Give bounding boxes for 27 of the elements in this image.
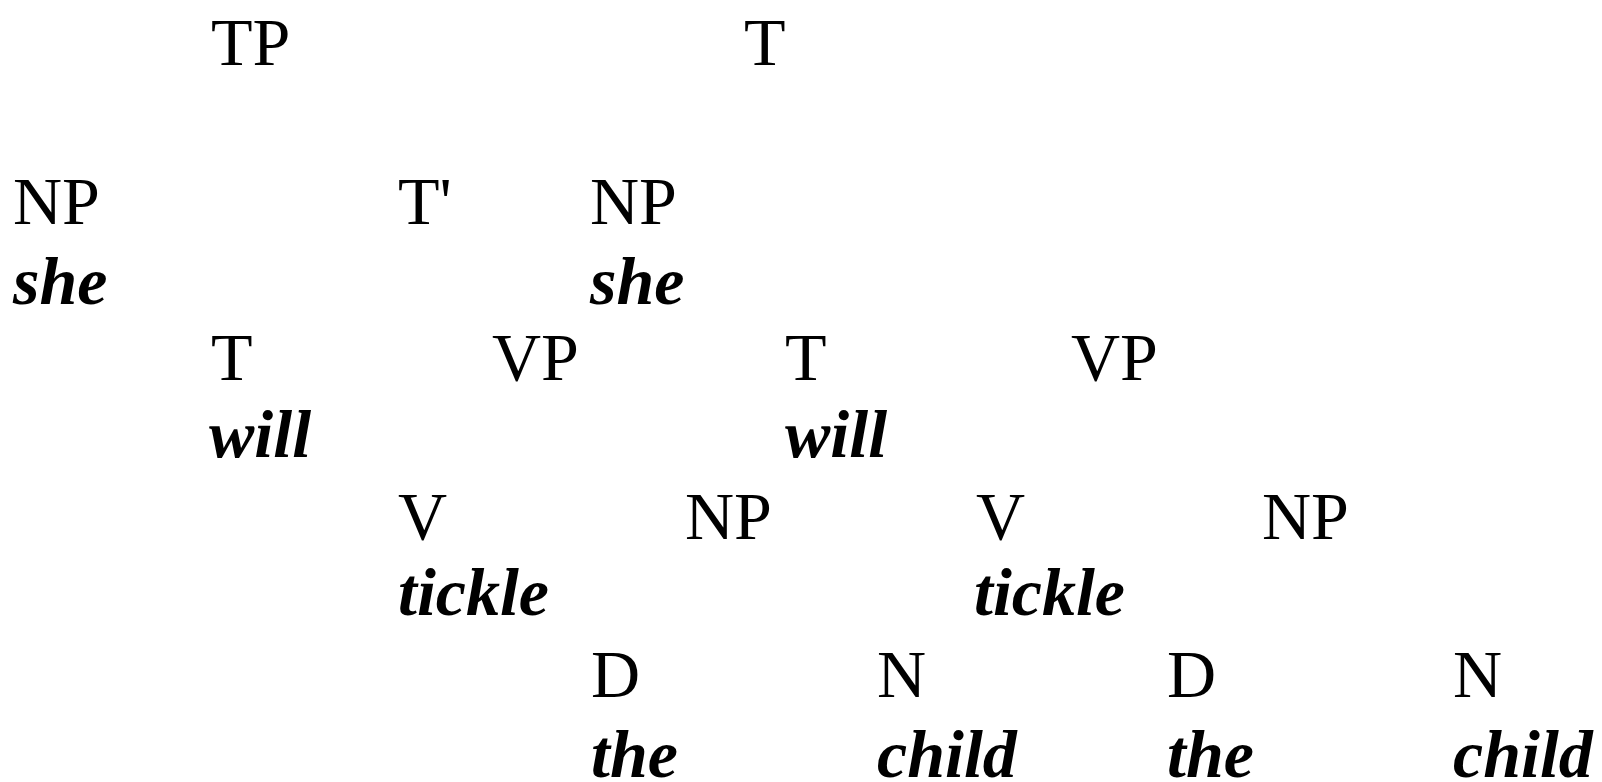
category-label: NP [13,167,100,235]
category-label: T [744,8,786,76]
word-label: will [785,400,888,468]
category-label: VP [492,323,579,391]
category-label: N [877,640,927,708]
category-label: T [211,323,253,391]
word-label: the [1167,720,1254,782]
word-label: she [590,247,685,315]
category-label: N [1453,640,1503,708]
category-label: NP [1262,482,1349,550]
word-label: the [591,720,678,782]
category-label: D [591,640,641,708]
category-label: NP [590,167,677,235]
category-label: V [398,482,448,550]
category-label: NP [685,482,772,550]
word-label: will [209,400,312,468]
word-label: tickle [398,558,550,626]
category-label: VP [1071,323,1158,391]
word-label: child [1453,720,1593,782]
word-label: child [877,720,1017,782]
word-label: she [13,247,108,315]
category-label: T [785,323,827,391]
category-label: V [976,482,1026,550]
category-label: TP [211,8,291,76]
category-label: T' [398,167,452,235]
word-label: tickle [974,558,1126,626]
category-label: D [1167,640,1217,708]
